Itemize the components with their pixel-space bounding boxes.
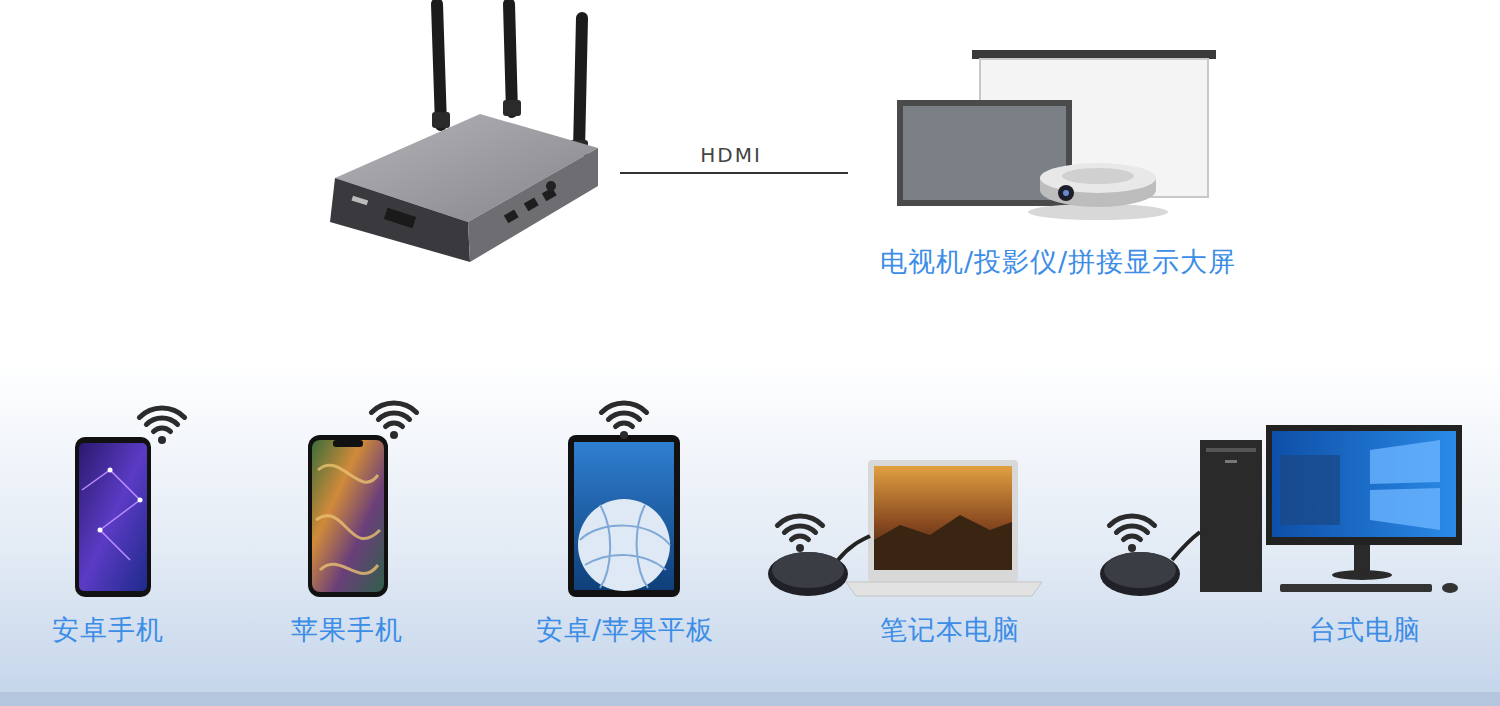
display-group-part bbox=[1058, 185, 1074, 201]
tablet-part bbox=[601, 403, 646, 439]
android-phone-part bbox=[79, 443, 147, 591]
device-node: 笔记本电脑 bbox=[876, 612, 1024, 648]
background-band bbox=[0, 362, 1500, 706]
wireless-hub-part bbox=[330, 178, 470, 262]
device-node: 安卓手机 bbox=[48, 612, 168, 648]
wireless-hub-part bbox=[432, 112, 450, 128]
device-node: 安卓/苹果平板 bbox=[532, 612, 718, 648]
laptop-with-dongle-part bbox=[874, 466, 1012, 570]
tablet bbox=[568, 403, 680, 597]
iphone-part bbox=[316, 465, 380, 573]
desktop-with-dongle-part bbox=[1172, 532, 1200, 560]
tablet-part bbox=[574, 442, 674, 590]
iphone bbox=[308, 403, 417, 597]
android-phone-part bbox=[138, 498, 143, 503]
display-group bbox=[897, 50, 1216, 220]
display-group-part bbox=[972, 50, 1216, 59]
laptop-with-dongle-part bbox=[772, 552, 844, 588]
android-phone-part bbox=[75, 437, 151, 597]
wireless-hub-part bbox=[468, 148, 598, 262]
display-group-part bbox=[1062, 168, 1134, 184]
wireless-hub-part bbox=[524, 198, 539, 212]
cable-label: HDMI bbox=[700, 143, 762, 167]
device-label: 笔记本电脑 bbox=[880, 614, 1020, 646]
desktop-with-dongle-part bbox=[1206, 448, 1256, 452]
tablet-part bbox=[580, 505, 670, 588]
display-group-part bbox=[1063, 190, 1069, 196]
android-phone-part bbox=[108, 468, 113, 473]
laptop-with-dongle-part bbox=[868, 460, 1018, 582]
tablet-part bbox=[568, 435, 680, 597]
desktop-with-dongle bbox=[1100, 425, 1462, 596]
desktop-with-dongle-part bbox=[1104, 552, 1176, 588]
laptop-with-dongle-part bbox=[838, 536, 870, 560]
hdmi-cable bbox=[620, 173, 848, 174]
wireless-hub-part bbox=[384, 208, 416, 229]
wireless-hub-part bbox=[503, 100, 521, 116]
android-phone-part bbox=[139, 408, 184, 444]
display-caption: 电视机/投影仪/拼接显示大屏 bbox=[880, 246, 1236, 278]
laptop-with-dongle-part bbox=[846, 582, 1042, 596]
wireless-hub-part bbox=[504, 210, 519, 224]
hdmi-cable-part bbox=[620, 172, 848, 174]
desktop-with-dongle-part bbox=[1272, 431, 1456, 537]
desktop-with-dongle-part bbox=[1200, 440, 1262, 592]
android-phone bbox=[75, 408, 185, 597]
background-band-part bbox=[0, 362, 1500, 706]
desktop-with-dongle-part bbox=[1280, 455, 1340, 525]
device-label: 安卓/苹果平板 bbox=[536, 614, 714, 646]
android-phone-part bbox=[98, 528, 103, 533]
desktop-with-dongle-part bbox=[1370, 440, 1440, 484]
android-phone-part bbox=[82, 470, 140, 560]
desktop-with-dongle-part bbox=[1280, 584, 1432, 592]
iphone-part bbox=[371, 403, 416, 439]
wireless-hub-part bbox=[546, 181, 556, 191]
device-node: 台式电脑 bbox=[1305, 612, 1425, 648]
device-label: 苹果手机 bbox=[291, 614, 403, 646]
desktop-with-dongle-part bbox=[1370, 488, 1440, 530]
wireless-hub-part bbox=[509, 4, 512, 112]
desktop-with-dongle-part bbox=[1354, 545, 1370, 573]
desktop-with-dongle-part bbox=[1100, 552, 1180, 596]
tablet-part bbox=[578, 499, 670, 591]
device-label: 台式电脑 bbox=[1309, 614, 1421, 646]
wireless-hub-part bbox=[579, 18, 582, 150]
iphone-part bbox=[312, 440, 384, 592]
laptop-with-dongle-part bbox=[874, 515, 1012, 570]
wireless-hub-part bbox=[351, 196, 368, 206]
iphone-part bbox=[333, 440, 363, 447]
desktop-with-dongle-part bbox=[1109, 516, 1154, 552]
display-group-part bbox=[1040, 163, 1156, 193]
wireless-hub-part bbox=[437, 4, 441, 125]
desktop-with-dongle-part bbox=[1225, 460, 1237, 463]
laptop-with-dongle-part bbox=[777, 516, 822, 552]
background-band-part bbox=[0, 692, 1500, 706]
device-label: 安卓手机 bbox=[52, 614, 164, 646]
device-node: 电视机/投影仪/拼接显示大屏 bbox=[876, 244, 1240, 280]
desktop-with-dongle-part bbox=[1332, 570, 1392, 580]
laptop-with-dongle bbox=[768, 460, 1042, 596]
laptop-with-dongle-part bbox=[768, 552, 848, 596]
desktop-with-dongle-part bbox=[1266, 425, 1462, 545]
device-node: 苹果手机 bbox=[287, 612, 407, 648]
wireless-hub bbox=[330, 4, 598, 262]
desktop-with-dongle-part bbox=[1442, 583, 1458, 593]
iphone-part bbox=[308, 435, 388, 597]
